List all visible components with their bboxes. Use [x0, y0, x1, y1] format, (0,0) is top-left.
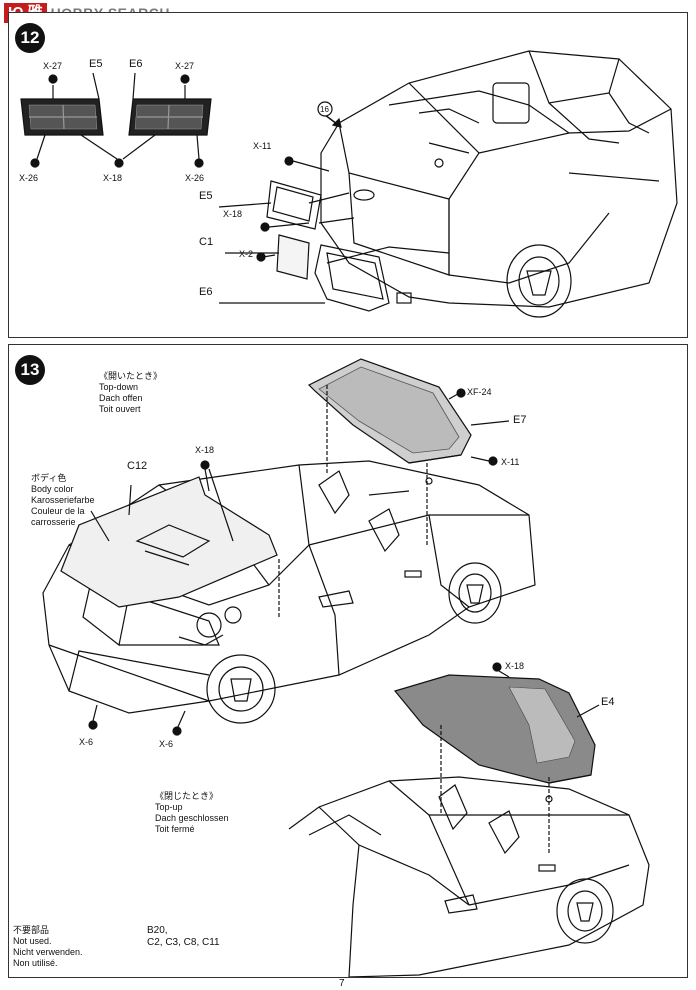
label-e5-top: E5: [89, 58, 103, 70]
step-13-number: 13: [15, 355, 45, 385]
label-c12: C12: [127, 460, 148, 472]
label-c1: C1: [199, 236, 214, 248]
label-x18-hood: X-18: [195, 445, 215, 455]
label-x18-mid: X-18: [103, 173, 123, 183]
page-number: 7: [339, 978, 345, 989]
label-x18: X-18: [223, 209, 243, 219]
note-bodycolor-jp: ボディ色: [31, 473, 67, 483]
note-topdown-jp: 《開いたとき》: [99, 371, 163, 381]
label-x11: X-11: [253, 141, 272, 151]
grille-left: [20, 98, 104, 136]
note-topdown-en: Top-down: [99, 382, 139, 392]
note-notused: 不要部品 Not used. Nicht verwenden. Non util…: [13, 925, 83, 969]
car-rear: [320, 50, 678, 318]
grille-right: [128, 98, 212, 136]
note-topup-en: Top-up: [155, 802, 183, 812]
note-notused-parts-1: B20,: [147, 925, 168, 936]
note-bodycolor: ボディ色 Body color Karosseriefarbe Couleur …: [31, 473, 95, 528]
note-topdown-fr: Toit ouvert: [99, 404, 141, 414]
note-topup-fr: Toit fermé: [155, 824, 195, 834]
note-topdown-de: Dach offen: [99, 393, 143, 403]
note-topdown: 《開いたとき》 Top-down Dach offen Toit ouvert: [99, 371, 162, 415]
car-topup: [288, 776, 650, 977]
note-notused-parts-2: C2, C3, C8, C11: [147, 937, 220, 948]
label-e7: E7: [513, 414, 527, 426]
note-notused-jp: 不要部品: [13, 925, 50, 935]
note-bodycolor-de: Karosseriefarbe: [31, 495, 95, 505]
label-xf24: XF-24: [467, 387, 492, 397]
label-x11: X-11: [501, 457, 520, 467]
note-topup-de: Dach geschlossen: [155, 813, 229, 823]
note-notused-parts: B20, C2, C3, C8, C11: [147, 925, 220, 949]
note-topup-jp: 《閉じたとき》: [155, 791, 219, 801]
step-12-number: 12: [15, 23, 45, 53]
note-bodycolor-fr1: Couleur de la: [31, 506, 85, 516]
label-e6-top: E6: [129, 58, 143, 70]
label-x26-right: X-26: [185, 173, 205, 183]
label-x26-left: X-26: [19, 173, 39, 183]
step-13-drawing: [42, 358, 650, 977]
note-bodycolor-fr2: carrosserie: [31, 517, 76, 527]
label-x2: X-2: [239, 249, 254, 259]
note-notused-de: Nicht verwenden.: [13, 947, 83, 957]
label-e5: E5: [199, 190, 213, 202]
label-x6-left: X-6: [79, 737, 94, 747]
label-e4: E4: [601, 696, 615, 708]
label-e6: E6: [199, 286, 213, 298]
label-x27-left: X-27: [43, 61, 63, 71]
label-x6-right: X-6: [159, 739, 174, 749]
note-notused-fr: Non utilisé.: [13, 958, 58, 968]
note-bodycolor-en: Body color: [31, 484, 74, 494]
label-x27-right: X-27: [175, 61, 195, 71]
step-12-drawing: [20, 50, 678, 318]
callout-16: 16: [320, 105, 329, 114]
step-13-panel: 13: [8, 344, 688, 978]
hardtop: [393, 674, 596, 784]
note-notused-en: Not used.: [13, 936, 52, 946]
label-x18-top: X-18: [505, 661, 525, 671]
tonneau-cover: [307, 358, 472, 464]
note-topup: 《閉じたとき》 Top-up Dach geschlossen Toit fer…: [155, 791, 229, 835]
step-12-panel: 12: [8, 12, 688, 338]
